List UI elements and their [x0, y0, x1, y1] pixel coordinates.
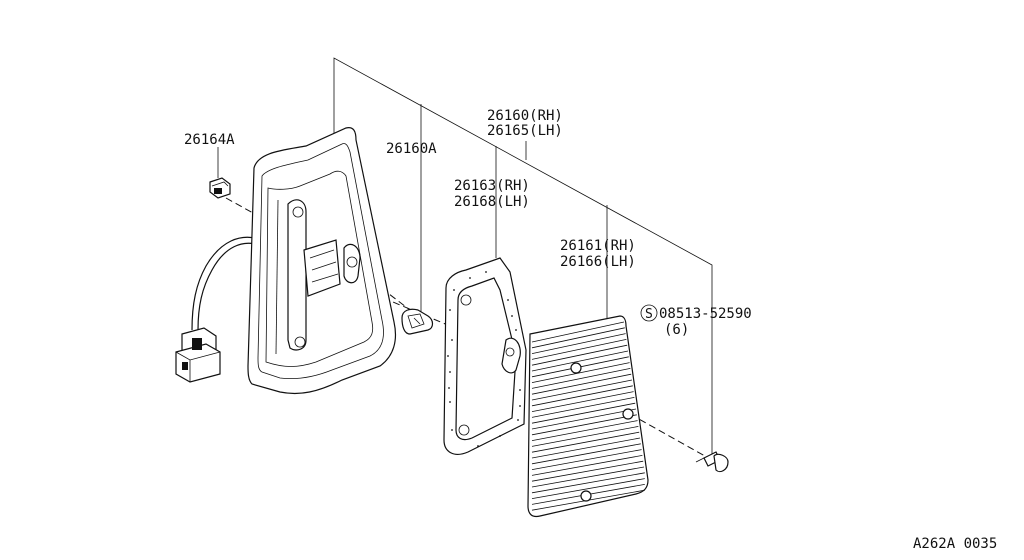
wire-harness [175, 236, 263, 383]
label-26164A: 26164A [184, 132, 235, 148]
label-26163-rh: 26163(RH) [454, 178, 530, 194]
screw-part [695, 451, 729, 473]
lens-rib [531, 339, 627, 360]
label-26165-lh: 26165(LH) [487, 123, 563, 139]
lens-rib [531, 327, 625, 349]
lens-rib [531, 333, 626, 354]
label-screw-symbol: S [645, 307, 653, 322]
gasket-part [443, 257, 527, 455]
lens-rib [531, 397, 635, 418]
leader-lines [217, 57, 713, 458]
main-bracket-line [333, 57, 713, 458]
lens-rib [531, 426, 639, 447]
lens-rib [531, 350, 629, 372]
lens-rib [531, 437, 641, 459]
diagram-code: A262A 0035 [913, 536, 997, 552]
lens-rib [531, 344, 628, 366]
label-screw-part: 08513-52590 [659, 306, 752, 322]
lens-rib [531, 466, 645, 488]
label-26166-lh: 26166(LH) [560, 254, 636, 270]
label-26168-lh: 26168(LH) [454, 194, 530, 210]
label-screw-qty: (6) [664, 322, 689, 338]
lens-rib [531, 414, 637, 436]
lens-rib [531, 431, 640, 453]
screw-symbol-circle [640, 304, 658, 322]
lens-rib [531, 408, 637, 430]
lens-rib [531, 385, 633, 407]
lamp-housing [247, 127, 397, 395]
lens-rib [531, 449, 642, 470]
lens-rib [531, 420, 638, 441]
lens-rib [531, 379, 633, 401]
lens-rib [531, 478, 645, 499]
lens-rib [531, 455, 643, 476]
label-26161-rh: 26161(RH) [560, 238, 636, 254]
part-labels: 26164A 26160A 26160(RH) 26165(LH) 26163(… [184, 108, 997, 552]
lens-rib [531, 368, 631, 389]
lens-rib [531, 321, 625, 343]
lens-rib [531, 402, 636, 424]
lens-part [527, 315, 649, 518]
lens-rib [531, 362, 630, 383]
label-26160A: 26160A [386, 141, 437, 157]
bulb-part [401, 308, 434, 335]
lens-rib [531, 373, 632, 395]
dash-screw [629, 413, 713, 461]
lens-rib [531, 472, 645, 494]
lens-rib [531, 460, 644, 482]
lens-rib [531, 391, 634, 412]
label-26160-rh: 26160(RH) [487, 108, 563, 124]
lens-rib [531, 443, 641, 465]
clip-part [209, 177, 231, 199]
